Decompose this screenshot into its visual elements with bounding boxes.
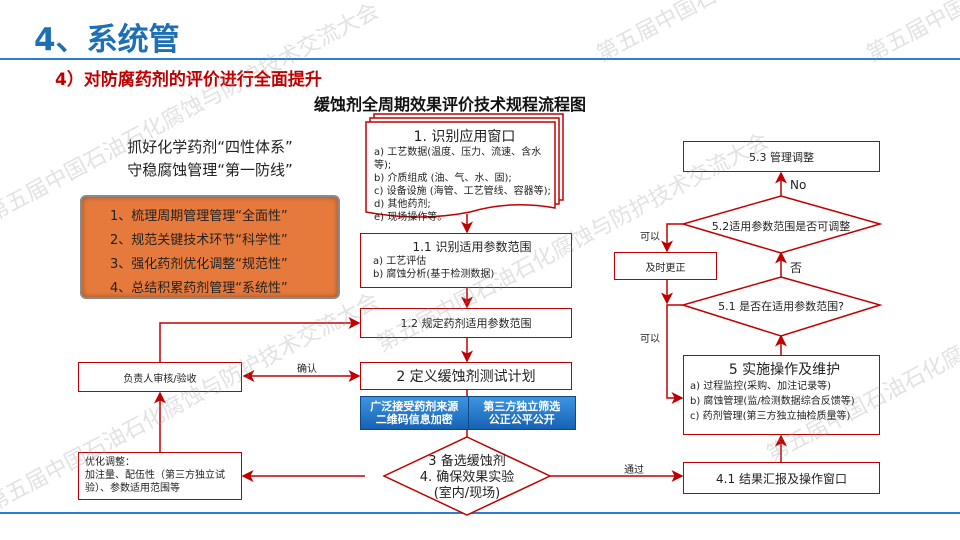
principle-item: 1、梳理周期管理管理“全面性”	[110, 209, 288, 224]
pass-label: 通过	[624, 465, 644, 476]
step5-1-diamond: 5.1 是否在适用参数范围?	[718, 300, 844, 313]
step1-1-item: a) 工艺评估	[373, 256, 427, 267]
optimize-box: 优化调整：加注量、配伍性（第三方独立试验）、参数适用范围等	[78, 452, 242, 500]
header-divider	[0, 58, 960, 60]
principle-item: 2、规范关键技术环节“科学性”	[110, 233, 288, 248]
feature-source: 广泛接受药剂来源二维码信息加密	[361, 397, 469, 429]
step4-1-box: 4.1 结果汇报及操作窗口	[683, 462, 880, 494]
slide-subtitle: 4）对防腐药剂的评价进行全面提升	[55, 70, 322, 90]
step1-item: a) 工艺数据(温度、压力、流速、含水等);	[374, 147, 542, 171]
step5-title: 5 实施操作及维护	[728, 362, 841, 378]
step1-item: c) 设备设施 (海管、工艺管线、容器等);	[374, 186, 551, 197]
ok-label: 可以	[640, 334, 660, 345]
ok-label: 可以	[640, 232, 660, 243]
step1-item: e) 现场操作等。	[374, 212, 448, 223]
slogan-line: 抓好化学药剂“四性体系”	[127, 138, 293, 156]
review-box: 负责人审核/验收	[78, 362, 242, 392]
fou-label: 否	[790, 261, 803, 275]
principles-box: 1、梳理周期管理管理“全面性” 2、规范关键技术环节“科学性” 3、强化药剂优化…	[80, 195, 340, 299]
step5-item: c) 药剂管理(第三方独立抽检质量等)	[690, 411, 851, 422]
step5-item: a) 过程监控(采购、加注记录等)	[690, 381, 832, 392]
slogan-line: 守稳腐蚀管理“第一防线”	[127, 161, 293, 179]
test-plan-features: 广泛接受药剂来源二维码信息加密 第三方独立筛选公正公平公开	[360, 396, 576, 430]
step5-2-diamond: 5.2适用参数范围是否可调整	[711, 220, 851, 233]
step1-identify-window: 1. 识别应用窗口 a) 工艺数据(温度、压力、流速、含水等); b) 介质组成…	[366, 122, 555, 223]
footer-divider	[0, 512, 960, 514]
step5-item: b) 腐蚀管理(监/检测数据综合反馈等)	[690, 396, 855, 407]
step5-3-box: 5.3 管理调整	[683, 141, 880, 172]
step5-box: 5 实施操作及维护 a) 过程监控(采购、加注记录等) b) 腐蚀管理(监/检测…	[683, 355, 880, 435]
step1-item: b) 介质组成 (油、气、水、固);	[374, 173, 512, 184]
step1-1-item: b) 腐蚀分析(基于检测数据)	[373, 269, 495, 280]
no-label: No	[790, 178, 807, 192]
step2-box: 2 定义缓蚀剂测试计划	[360, 362, 572, 390]
feature-third-party: 第三方独立筛选公正公平公开	[483, 400, 561, 426]
principle-item: 4、总结积累药剂管理“系统性”	[110, 281, 288, 296]
step1-1-box: 1.1 识别适用参数范围 a) 工艺评估 b) 腐蚀分析(基于检测数据)	[360, 233, 572, 288]
step1-2-box: 1.2 规定药剂适用参数范围	[360, 308, 572, 338]
confirm-label: 确认	[297, 364, 317, 375]
chart-title: 缓蚀剂全周期效果评价技术规程流程图	[313, 95, 586, 114]
step1-title: 1. 识别应用窗口	[413, 129, 516, 145]
step1-item: d) 其他药剂;	[374, 199, 431, 210]
slide-title: 4、系统管	[34, 22, 180, 58]
correct-box: 及时更正	[614, 252, 717, 280]
step1-1-title: 1.1 识别适用参数范围	[412, 240, 532, 254]
principle-item: 3、强化药剂优化调整“规范性”	[110, 257, 288, 272]
